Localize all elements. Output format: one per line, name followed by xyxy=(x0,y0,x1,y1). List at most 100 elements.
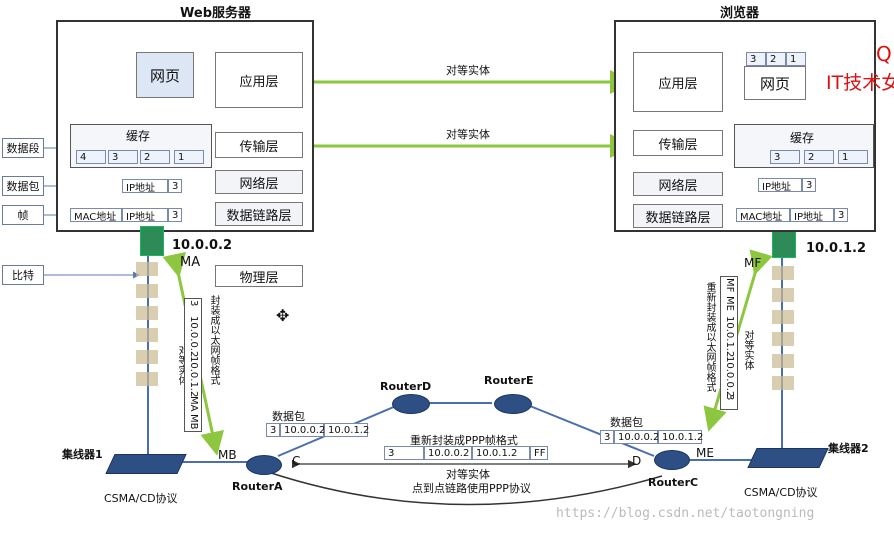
packet-right-label: 数据包 xyxy=(610,416,643,429)
peer-bottom-label: 对等实体 xyxy=(446,468,490,481)
server-network-layer: 网络层 xyxy=(215,170,303,194)
right-frame-f3: 10.0.0.2 xyxy=(724,356,735,398)
ppp-c1: 10.0.0.2 xyxy=(424,446,472,460)
packet-left-c2: 10.0.1.2 xyxy=(324,423,369,437)
nic-right-icon xyxy=(772,228,796,258)
browser-seg-2: 2 xyxy=(804,150,834,164)
left-frame-f1: 10.0.0.2 xyxy=(188,316,199,358)
browser-mac-label: MAC地址 xyxy=(736,208,790,223)
server-seg-4: 4 xyxy=(76,150,106,164)
p2p-label: 点到点链路使用PPP协议 xyxy=(412,482,531,495)
overlay-q: Q xyxy=(876,42,892,66)
ip-left: 10.0.0.2 xyxy=(172,238,233,253)
router-d-icon xyxy=(392,394,430,414)
server-app-layer: 应用层 xyxy=(215,52,303,108)
browser-datalink-layer: 数据链路层 xyxy=(633,204,723,228)
watermark: https://blog.csdn.net/taotongning xyxy=(556,506,815,521)
packet-left-c0: 3 xyxy=(266,423,280,437)
browser-seg-1: 1 xyxy=(838,150,868,164)
router-a-label: RouterA xyxy=(232,480,283,493)
ip-right: 10.0.1.2 xyxy=(806,241,867,256)
browser-page-3: 3 xyxy=(746,52,766,66)
router-c-label: RouterC xyxy=(648,476,699,489)
mouse-cursor-icon: ✥ xyxy=(276,306,290,325)
left-frame-f4: MB xyxy=(188,414,199,430)
right-frame-f2: 10.0.1.2 xyxy=(724,316,735,358)
server-cache-label: 缓存 xyxy=(126,129,151,143)
server-webpage: 网页 xyxy=(136,52,194,98)
left-frame-f0: 3 xyxy=(188,300,199,307)
side-label-frame: 帧 xyxy=(2,205,44,225)
nic-left-icon xyxy=(140,226,164,256)
browser-mac-num: 3 xyxy=(834,208,848,222)
peer-transport-label: 对等实体 xyxy=(446,128,490,141)
browser-ip-label-2: IP地址 xyxy=(790,208,834,223)
router-d-label: RouterD xyxy=(380,380,432,393)
left-vertical-frame xyxy=(184,298,202,432)
mac-ma: MA xyxy=(180,255,201,270)
browser-ip-label: IP地址 xyxy=(758,178,802,193)
hub2-label: 集线器2 xyxy=(828,442,869,455)
server-transport-layer: 传输层 xyxy=(215,132,303,158)
peer-app-label: 对等实体 xyxy=(446,64,490,77)
server-mac-num: 3 xyxy=(168,208,182,222)
server-seg-3: 3 xyxy=(108,150,138,164)
browser-cache-label: 缓存 xyxy=(790,131,815,145)
right-frame-f1: ME xyxy=(724,296,735,311)
bit-stream-left xyxy=(136,262,158,392)
hub1-label: 集线器1 xyxy=(62,448,103,461)
browser-seg-3: 3 xyxy=(770,150,800,164)
server-title: Web服务器 xyxy=(180,6,251,21)
packet-left-label: 数据包 xyxy=(272,410,305,423)
left-peer-label: 对等实体 xyxy=(176,345,187,385)
router-c-icon xyxy=(654,450,690,470)
router-e-label: RouterE xyxy=(484,374,534,387)
packet-right-c2: 10.0.1.2 xyxy=(658,430,703,444)
hub2-icon xyxy=(747,448,829,468)
mac-mb: MB xyxy=(218,448,237,462)
browser-webpage: 网页 xyxy=(744,66,806,100)
port-c: C xyxy=(292,454,301,468)
ppp-c3: FF xyxy=(530,446,548,460)
csma2-label: CSMA/CD协议 xyxy=(744,486,818,499)
browser-title: 浏览器 xyxy=(720,6,760,21)
mac-mf: MF xyxy=(744,256,762,270)
right-frame-f0: MF xyxy=(724,278,735,293)
left-encap-label: 封装成以太网帧格式 xyxy=(208,295,219,385)
router-e-icon xyxy=(494,394,532,414)
side-label-bit: 比特 xyxy=(2,265,44,285)
csma1-label: CSMA/CD协议 xyxy=(104,492,178,505)
browser-page-1: 1 xyxy=(786,52,806,66)
right-vertical-frame xyxy=(720,276,738,410)
browser-app-layer: 应用层 xyxy=(633,52,723,112)
port-d: D xyxy=(632,454,642,468)
server-mac-label: MAC地址 xyxy=(70,208,122,223)
browser-network-layer: 网络层 xyxy=(633,172,723,196)
browser-page-2: 2 xyxy=(766,52,786,66)
hub1-icon xyxy=(105,454,187,474)
server-seg-2: 2 xyxy=(140,150,170,164)
right-encap-label: 重新封装成以太网帧格式 xyxy=(704,282,715,392)
bit-stream-right xyxy=(772,266,794,396)
packet-right-c0: 3 xyxy=(600,430,614,444)
server-ip-label: IP地址 xyxy=(122,179,168,194)
left-frame-f2: 10.0.1.2 xyxy=(188,356,199,398)
ppp-c2: 10.0.1.2 xyxy=(472,446,530,460)
side-label-segment: 数据段 xyxy=(2,138,44,158)
server-ip-num: 3 xyxy=(168,179,182,193)
browser-ip-num: 3 xyxy=(802,178,816,192)
server-seg-1: 1 xyxy=(174,150,204,164)
ppp-c0: 3 xyxy=(384,446,424,460)
server-physical-layer: 物理层 xyxy=(215,265,303,287)
left-frame-f3: MA xyxy=(188,396,199,412)
server-datalink-layer: 数据链路层 xyxy=(215,202,303,226)
packet-left-c1: 10.0.0.2 xyxy=(280,423,325,437)
server-ip-label-2: IP地址 xyxy=(122,208,168,223)
right-peer-label: 对等实体 xyxy=(742,330,753,370)
browser-transport-layer: 传输层 xyxy=(633,130,723,156)
side-label-packet: 数据包 xyxy=(2,176,44,196)
packet-right-c1: 10.0.0.2 xyxy=(614,430,659,444)
overlay-it: IT技术女 xyxy=(826,72,894,94)
mac-me: ME xyxy=(696,446,714,460)
ppp-label: 重新封装成PPP帧格式 xyxy=(410,434,518,447)
